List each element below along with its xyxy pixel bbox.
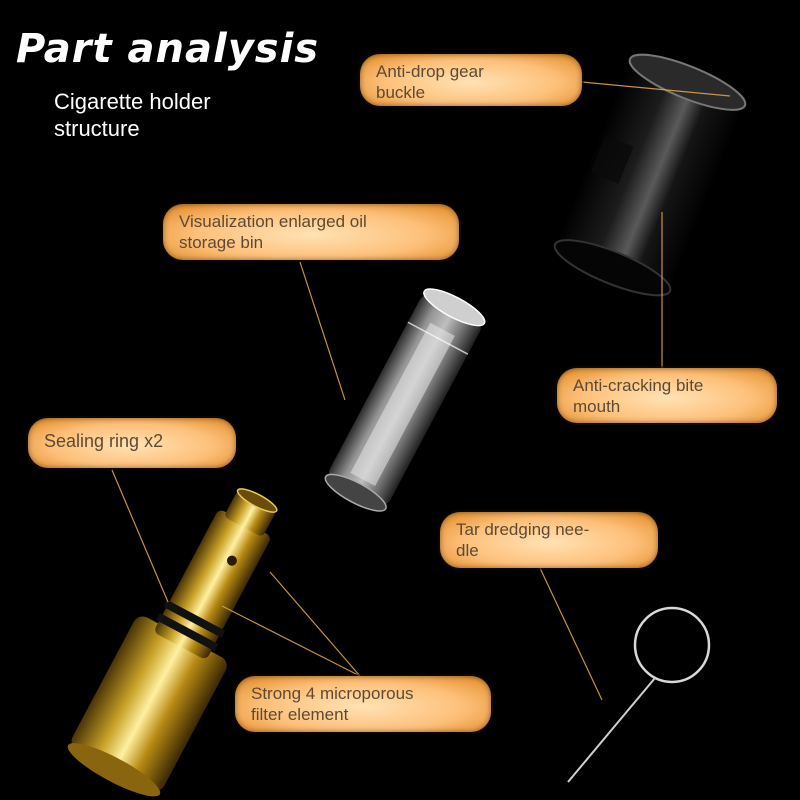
callout-line: dle [456, 541, 479, 560]
callout-line: mouth [573, 397, 621, 416]
callout-line: Tar dredging nee- [456, 520, 590, 539]
callout-line: Sealing ring x2 [44, 431, 164, 451]
callout-line: Anti-drop gear [376, 62, 484, 81]
callout-line: filter element [251, 705, 349, 724]
callout-line: buckle [376, 83, 426, 102]
subtitle-line-2: structure [54, 116, 140, 141]
callout-anti-drop-gear-buckle: Anti-drop gear buckle [360, 54, 582, 106]
callout-oil-storage-bin: Visualization enlarged oil storage bin [163, 204, 459, 260]
callout-tar-dredging-needle: Tar dredging nee- dle [440, 512, 658, 568]
callout-line: Anti-cracking bite [573, 376, 704, 395]
oil-bin-part [324, 288, 486, 512]
mouthpiece-part [553, 53, 747, 297]
tar-needle-part [567, 606, 711, 783]
callout-line: Visualization enlarged oil [179, 212, 367, 231]
callout-line: Strong 4 microporous [251, 684, 414, 703]
page-title: Part analysis [16, 26, 320, 72]
callout-sealing-ring: Sealing ring x2 [28, 418, 236, 468]
callout-line: storage bin [179, 233, 264, 252]
subtitle-line-1: Cigarette holder [54, 89, 211, 114]
page-subtitle: Cigarette holder structure [54, 88, 284, 142]
filter-part [67, 488, 278, 797]
callout-filter-element: Strong 4 microporous filter element [235, 676, 491, 732]
callout-bite-mouth: Anti-cracking bite mouth [557, 368, 777, 423]
